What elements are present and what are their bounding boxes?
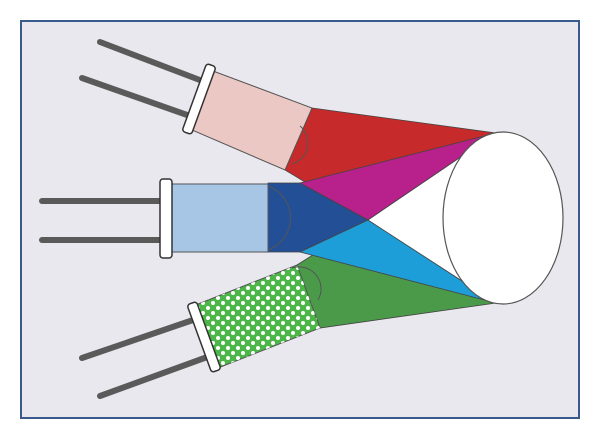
projection-screen bbox=[442, 131, 564, 305]
red-led-lead-top bbox=[97, 39, 208, 85]
red-led-lead-bottom bbox=[79, 75, 193, 119]
blue-led-body bbox=[171, 183, 269, 253]
green-led-lead-bottom bbox=[97, 353, 213, 399]
blue-led-lens bbox=[267, 185, 292, 251]
red-led-lens bbox=[291, 125, 309, 165]
led-leads bbox=[39, 39, 213, 399]
green-led-rim bbox=[187, 301, 221, 373]
red-led-rim bbox=[182, 63, 216, 135]
blue-led-rim bbox=[159, 178, 173, 259]
green-led-dots bbox=[193, 265, 320, 368]
red-led bbox=[182, 63, 313, 171]
blue-led bbox=[159, 178, 292, 259]
green-led-lens bbox=[291, 266, 322, 301]
green-led bbox=[187, 264, 322, 373]
green-led-lead-top bbox=[79, 317, 196, 361]
